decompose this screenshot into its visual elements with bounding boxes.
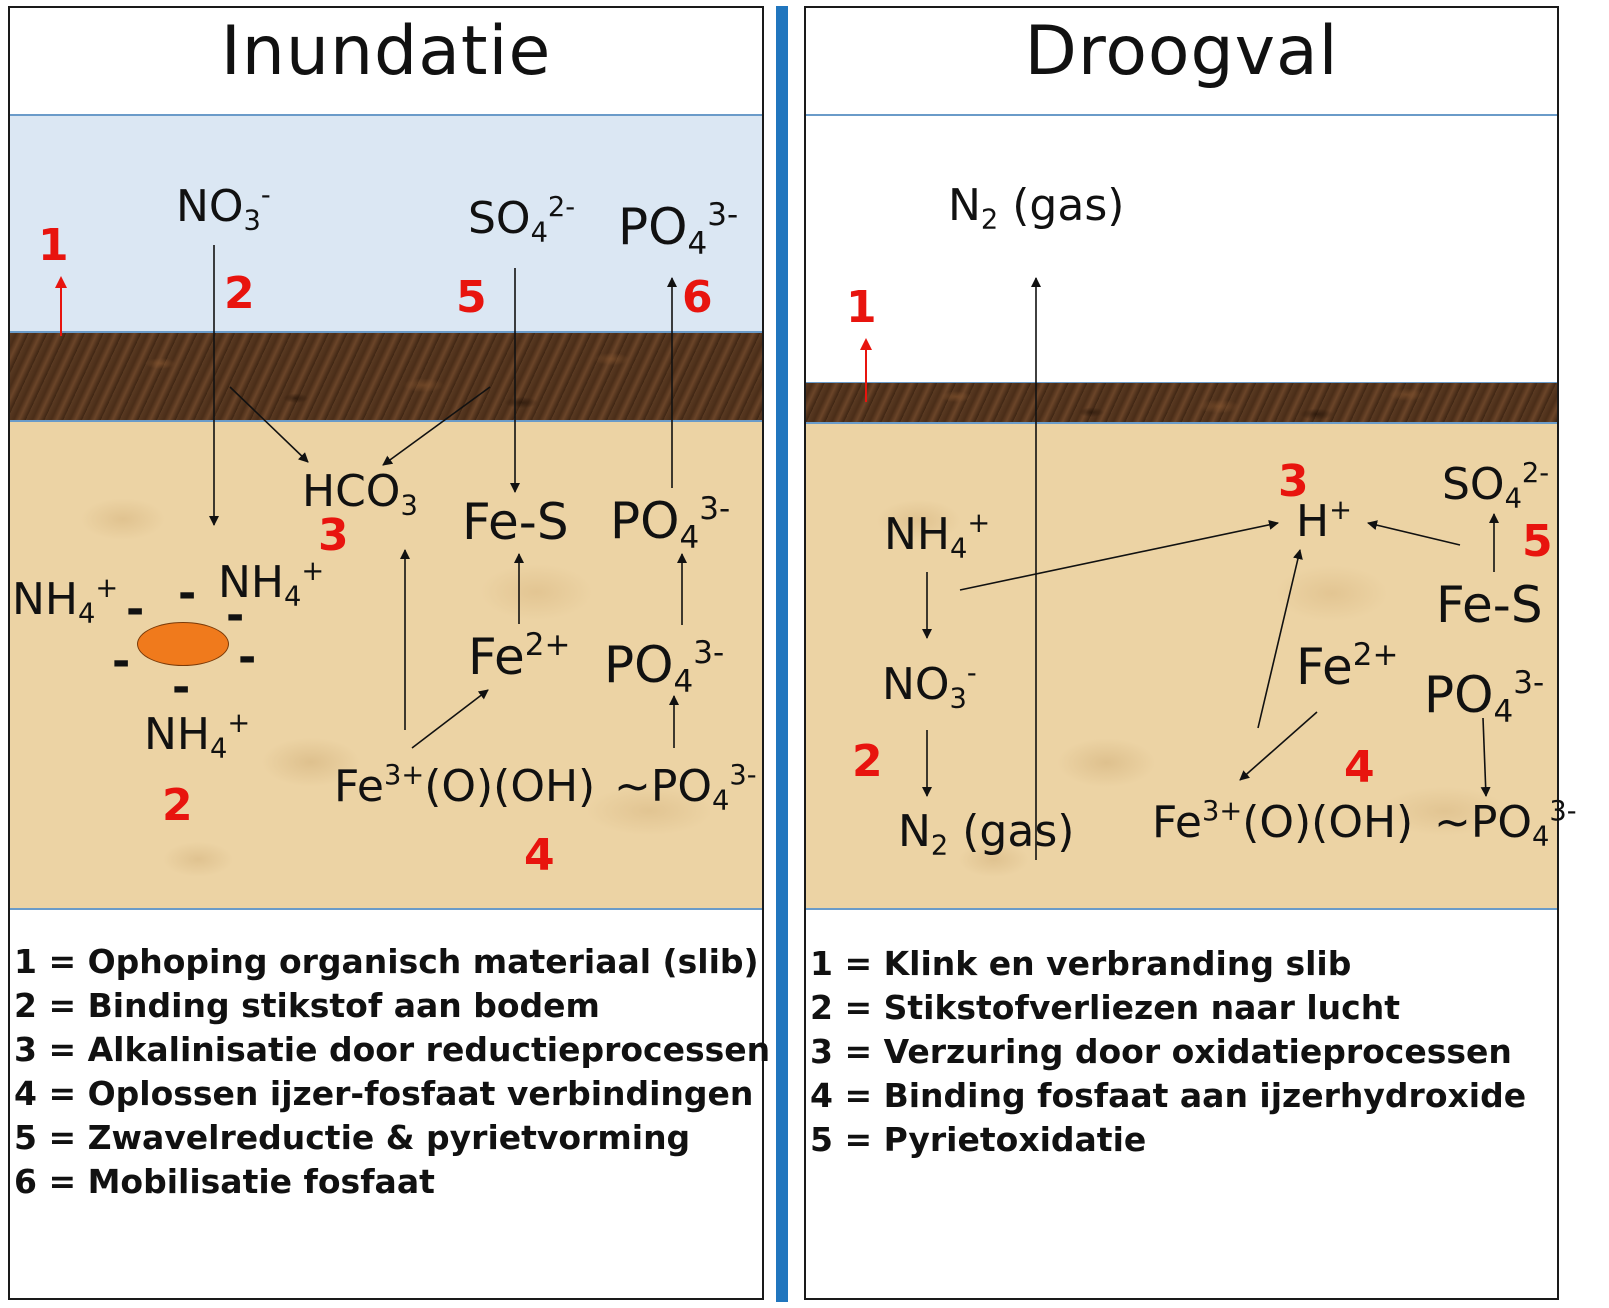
process-number: 4 bbox=[524, 830, 555, 881]
legend-item: 4 = Binding fosfaat aan ijzerhydroxide bbox=[810, 1076, 1527, 1115]
process-number: 5 bbox=[1522, 516, 1553, 567]
ferrous-iron-label: Fe2+ bbox=[468, 627, 571, 687]
process-number: 5 bbox=[456, 272, 487, 323]
legend-item: 3 = Verzuring door oxidatieprocessen bbox=[810, 1032, 1512, 1071]
sludge-layer bbox=[10, 332, 762, 422]
water-layer bbox=[10, 114, 762, 332]
bound-phosphate-label: ~PO43- bbox=[614, 760, 757, 817]
ammonium-label: NH4+ bbox=[12, 573, 119, 630]
droogval-panel: Droogval 1 = Klink en verbranding slib 2… bbox=[804, 6, 1559, 1300]
soil-layer bbox=[10, 422, 762, 910]
sludge-to-bicarbonate-arrow bbox=[382, 386, 491, 466]
process-number: 1 bbox=[846, 282, 877, 333]
negative-charge: - bbox=[126, 584, 145, 635]
process-number: 4 bbox=[1344, 742, 1375, 793]
ferrous-iron-label: Fe2+ bbox=[1296, 637, 1399, 697]
bound-phosphate-label: ~PO43- bbox=[1434, 796, 1577, 853]
legend-item: 5 = Zwavelreductie & pyrietvorming bbox=[14, 1118, 691, 1157]
process-number: 3 bbox=[1278, 456, 1309, 507]
soil-layer bbox=[806, 424, 1557, 910]
iron-oxyhydroxide-label: Fe3+(O)(OH) bbox=[334, 760, 596, 812]
negative-charge: - bbox=[112, 636, 131, 687]
ammonium-to-proton-arrow bbox=[959, 519, 1279, 591]
pyrite-label: Fe-S bbox=[462, 493, 569, 551]
legend: 1 = Klink en verbranding slib 2 = Stikst… bbox=[810, 942, 1526, 1162]
pyrite-label: Fe-S bbox=[1436, 576, 1543, 634]
legend-item: 1 = Ophoping organisch materiaal (slib) bbox=[14, 942, 759, 981]
iron-reduction-arrow bbox=[411, 689, 489, 749]
panel-divider bbox=[776, 6, 788, 1302]
phosphate-soil-label: PO43- bbox=[610, 491, 731, 557]
proton-label: H+ bbox=[1296, 495, 1352, 547]
panel-title: Droogval bbox=[1024, 12, 1339, 91]
legend: 1 = Ophoping organisch materiaal (slib) … bbox=[14, 940, 770, 1204]
process-number: 6 bbox=[682, 272, 713, 323]
iron-oxidation-arrow bbox=[1239, 711, 1318, 781]
phosphate-label: PO43- bbox=[1424, 665, 1545, 731]
ammonium-label: NH4+ bbox=[884, 508, 991, 565]
process-number: 3 bbox=[318, 510, 349, 561]
legend-item: 5 = Pyrietoxidatie bbox=[810, 1120, 1147, 1159]
nitrogen-gas-label: N2 (gas) bbox=[898, 806, 1075, 862]
legend-item: 4 = Oplossen ijzer-fosfaat verbindingen bbox=[14, 1074, 754, 1113]
process-number: 1 bbox=[38, 220, 69, 271]
inundatie-panel: Inundatie 1 = Ophoping organisch materia… bbox=[8, 6, 770, 1300]
sulfate-label: SO42- bbox=[1442, 458, 1550, 515]
phosphate-soil-label: PO43- bbox=[604, 635, 725, 701]
legend-item: 2 = Stikstofverliezen naar lucht bbox=[810, 988, 1401, 1027]
iron-to-proton-arrow bbox=[1257, 549, 1303, 729]
ammonium-label: NH4+ bbox=[218, 556, 325, 613]
clay-particle bbox=[137, 622, 229, 666]
negative-charge: - bbox=[226, 590, 245, 641]
phosphate-binding-arrow bbox=[1480, 717, 1491, 797]
air-layer bbox=[806, 114, 1557, 382]
negative-charge: - bbox=[172, 662, 191, 713]
nitrate-label: NO3- bbox=[882, 658, 977, 715]
phosphate-water-label: PO43- bbox=[618, 197, 739, 263]
process-number: 2 bbox=[224, 268, 255, 319]
process-number: 2 bbox=[852, 736, 883, 787]
legend-item: 3 = Alkalinisatie door reductieprocessen bbox=[14, 1030, 771, 1069]
legend-item: 1 = Klink en verbranding slib bbox=[810, 944, 1352, 983]
bicarbonate-label: HCO3 bbox=[302, 466, 418, 522]
panel-title: Inundatie bbox=[220, 12, 552, 91]
ammonium-label: NH4+ bbox=[144, 708, 251, 765]
sulfate-label: SO42- bbox=[468, 192, 576, 249]
negative-charge: - bbox=[238, 632, 257, 683]
nitrate-label: NO3- bbox=[176, 180, 271, 237]
pyrite-to-proton-arrow bbox=[1367, 520, 1461, 546]
sludge-layer bbox=[806, 382, 1557, 424]
sludge-to-bicarbonate-arrow bbox=[229, 386, 309, 463]
legend-item: 6 = Mobilisatie fosfaat bbox=[14, 1162, 435, 1201]
process-number: 2 bbox=[162, 780, 193, 831]
nitrogen-gas-label: N2 (gas) bbox=[948, 180, 1125, 236]
legend-item: 2 = Binding stikstof aan bodem bbox=[14, 986, 600, 1025]
negative-charge: - bbox=[178, 568, 197, 619]
iron-oxyhydroxide-label: Fe3+(O)(OH) bbox=[1152, 796, 1414, 848]
